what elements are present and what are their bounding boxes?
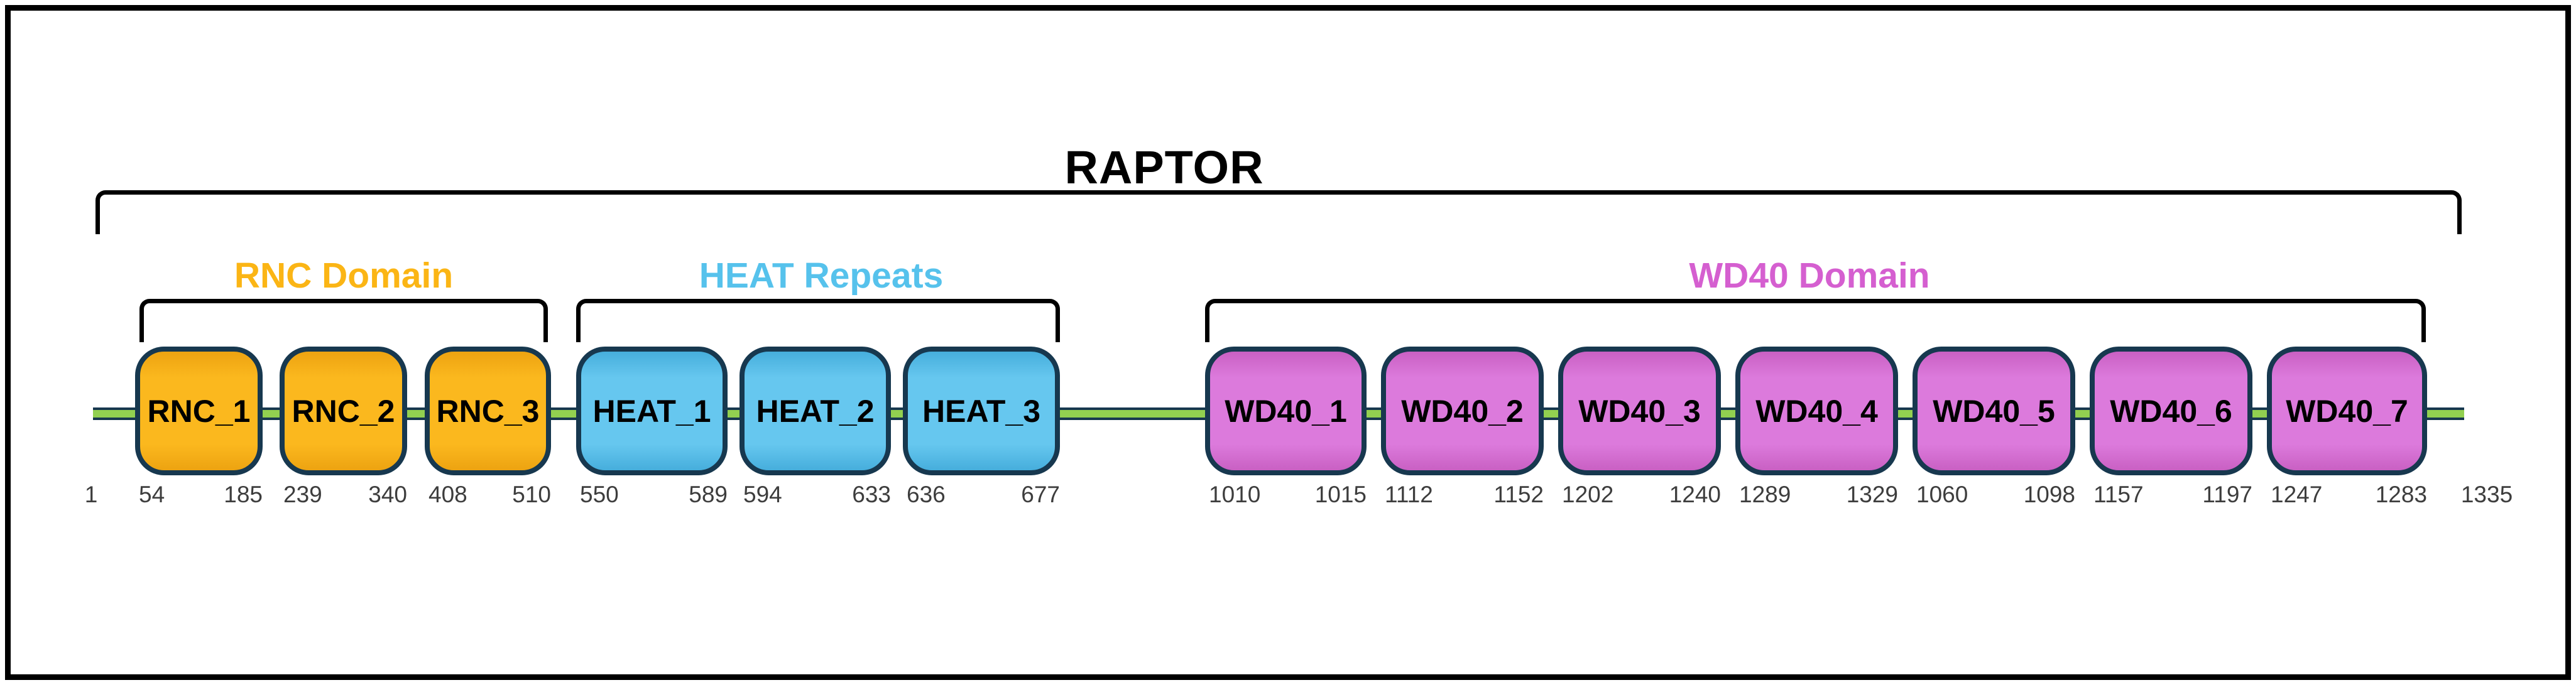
domain-box-text: HEAT_1 [592,393,711,429]
domain-box-RNC_2: RNC_2 [280,347,407,475]
domain-box-text: WD40_3 [1578,393,1701,429]
domain-box-text: HEAT_3 [922,393,1040,429]
WD40_4-end-position: 1329 [1846,482,1898,507]
domain-box-text: WD40_1 [1225,393,1347,429]
domain-box-text: HEAT_2 [756,393,875,429]
domain-box-text: RNC_2 [292,393,395,429]
raptor-bracket [96,190,2462,234]
domain-box-text: WD40_2 [1401,393,1524,429]
WD40_4-start-position: 1289 [1739,482,1791,507]
domain-box-text: WD40_4 [1755,393,1878,429]
domain-box-text: WD40_6 [2110,393,2232,429]
RNC_3-start-position: 408 [428,482,467,507]
WD40_7-start-position: 1247 [2271,482,2323,507]
domain-box-text: RNC_3 [436,393,540,429]
sequence-end-label: 1335 [2460,482,2513,507]
WD40_6-start-position: 1157 [2093,482,2144,507]
domain-box-WD40_5: WD40_5 [1913,347,2075,475]
WD40_3-end-position: 1240 [1669,482,1721,507]
HEAT_1-start-position: 550 [580,482,619,507]
domain-box-text: RNC_1 [147,393,251,429]
RNC_3-end-position: 510 [512,482,551,507]
domain-box-HEAT_1: HEAT_1 [576,347,728,475]
RNC_1-start-position: 54 [139,482,165,507]
domain-box-text: WD40_5 [1933,393,2055,429]
domain-box-WD40_6: WD40_6 [2090,347,2252,475]
sequence-start-label: 1 [84,482,98,507]
domain-box-WD40_2: WD40_2 [1381,347,1544,475]
domain-box-HEAT_2: HEAT_2 [740,347,891,475]
HEAT_2-end-position: 633 [852,482,891,507]
domain-box-WD40_1: WD40_1 [1205,347,1367,475]
wd40-domain-label: WD40 Domain [1689,256,1930,296]
RNC_1-end-position: 185 [224,482,263,507]
WD40_2-start-position: 1112 [1385,482,1433,507]
rnc-bracket [139,299,548,342]
WD40_2-end-position: 1152 [1493,482,1544,507]
domain-box-HEAT_3: HEAT_3 [903,347,1060,475]
WD40_1-end-position: 1015 [1314,482,1367,507]
domain-box-WD40_3: WD40_3 [1558,347,1721,475]
WD40_5-end-position: 1098 [2023,482,2075,507]
outer-frame [5,5,2571,680]
WD40_3-start-position: 1202 [1562,482,1614,507]
domain-box-WD40_7: WD40_7 [2267,347,2427,475]
domain-box-WD40_4: WD40_4 [1735,347,1898,475]
heat-domain-label: HEAT Repeats [699,256,944,296]
WD40_7-end-position: 1283 [2375,482,2427,507]
heat-bracket [576,299,1060,342]
WD40_5-start-position: 1060 [1916,482,1968,507]
RNC_2-end-position: 340 [368,482,407,507]
HEAT_2-start-position: 594 [743,482,782,507]
domain-box-RNC_1: RNC_1 [135,347,263,475]
HEAT_3-start-position: 636 [907,482,946,507]
domain-box-RNC_3: RNC_3 [425,347,551,475]
rnc-domain-label: RNC Domain [234,256,454,296]
HEAT_1-end-position: 589 [689,482,728,507]
WD40_6-end-position: 1197 [2202,482,2252,507]
HEAT_3-end-position: 677 [1021,482,1060,507]
domain-box-text: WD40_7 [2286,393,2408,429]
RNC_2-start-position: 239 [283,482,322,507]
WD40_1-start-position: 1010 [1209,482,1261,507]
protein-title: RAPTOR [1064,141,1264,193]
wd40-bracket [1205,299,2426,342]
